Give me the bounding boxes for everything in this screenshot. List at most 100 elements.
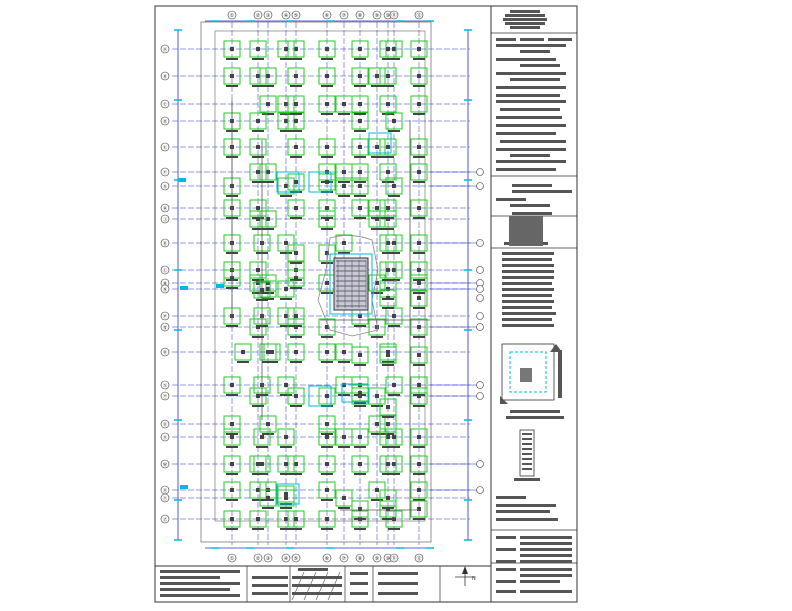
bottom-table-text-bar	[160, 594, 240, 597]
axis-bubble-left	[160, 99, 170, 109]
title-block-text-bar	[496, 94, 560, 97]
axis-label-left: Ⓥ	[163, 434, 168, 441]
footing-label-bar	[321, 156, 333, 158]
footing-pad	[410, 138, 428, 156]
column-mark	[284, 119, 288, 123]
title-block-text-bar	[520, 548, 572, 551]
axis-marker	[178, 178, 186, 182]
combined-footing-outline	[368, 132, 392, 154]
axis-bubble-left	[160, 181, 170, 191]
footing-label-bar	[252, 279, 264, 281]
axis-label-bottom: ③	[266, 556, 270, 562]
title-block-text-bar	[520, 554, 572, 557]
title-block-text-bar	[502, 318, 552, 321]
footing-pad	[249, 261, 267, 279]
axis-bubble-bottom	[322, 553, 332, 563]
column-mark	[392, 268, 396, 272]
bottom-table-text-bar	[292, 592, 342, 595]
footing-pad	[335, 234, 353, 252]
footing-label-bar	[338, 446, 350, 448]
footing-label-bar	[388, 325, 400, 327]
footing-label-bar	[413, 364, 425, 366]
footing-label-bar	[262, 181, 274, 183]
title-block-text-bar	[496, 560, 516, 563]
column-mark	[375, 206, 379, 210]
footing-label-bar	[354, 473, 366, 475]
column-mark	[358, 119, 362, 123]
bottom-table-text-bar	[252, 584, 288, 587]
footing-pad	[351, 346, 369, 364]
footing-label-bar	[280, 473, 292, 475]
footing-label-bar	[388, 195, 400, 197]
column-mark	[375, 217, 379, 221]
column-mark	[375, 74, 379, 78]
title-block-text-bar	[512, 184, 552, 187]
column-mark	[325, 517, 329, 521]
column-mark	[358, 184, 362, 188]
axis-label-left: Ⓑ	[163, 73, 168, 80]
column-mark	[230, 383, 234, 387]
footing-pad	[410, 289, 428, 307]
footing-label-bar	[382, 364, 394, 366]
title-block-text-bar	[548, 38, 572, 41]
rebar-mark	[522, 448, 532, 450]
rebar-mark	[522, 443, 532, 445]
footing-label-bar	[388, 528, 400, 530]
footing-label-bar	[354, 402, 366, 404]
footing-label-bar	[280, 446, 292, 448]
footing-label-bar	[354, 518, 366, 520]
footing-pad	[263, 343, 281, 361]
footing-pad	[385, 112, 403, 130]
axis-label-left: Ⓚ	[163, 240, 168, 247]
footing-pad	[249, 199, 267, 217]
axis-bubble-top	[263, 10, 273, 20]
axis-bubble-right	[476, 460, 484, 468]
rebar-strip	[519, 429, 535, 477]
footing-label-bar	[290, 473, 302, 475]
bottom-table-hatch	[291, 571, 305, 601]
column-mark	[417, 145, 421, 149]
axis-marker	[180, 286, 188, 290]
column-mark	[392, 383, 396, 387]
axis-label-bottom: ④	[284, 556, 289, 562]
column-mark	[386, 102, 390, 106]
footing-pad	[277, 40, 295, 58]
footing-label-bar	[354, 528, 366, 530]
column-mark	[284, 462, 288, 466]
footing-label-bar	[354, 85, 366, 87]
combined-footing-outline	[308, 171, 332, 193]
column-mark	[325, 488, 329, 492]
footing-pad	[379, 398, 397, 416]
column-mark	[325, 102, 329, 106]
column-mark	[386, 422, 390, 426]
column-mark	[358, 353, 362, 357]
title-block-text-bar	[510, 154, 550, 157]
axis-label-bottom: ①	[230, 556, 235, 562]
column-mark	[417, 241, 421, 245]
column-mark	[342, 383, 346, 387]
column-mark	[294, 394, 298, 398]
column-mark	[386, 507, 390, 511]
footing-pad	[318, 455, 336, 473]
rebar-mark	[522, 433, 532, 435]
title-block-text-bar	[510, 26, 540, 29]
footing-pad	[351, 163, 369, 181]
footing-pad	[335, 489, 353, 507]
title-block-text-bar	[496, 518, 558, 521]
column-mark	[392, 435, 396, 439]
title-block-text-bar	[502, 258, 552, 261]
column-mark	[392, 47, 396, 51]
detail-sketch-triangle	[500, 396, 508, 404]
axis-label-left: Ⓗ	[163, 205, 168, 212]
footing-label-bar	[252, 181, 264, 183]
footing-pad	[277, 485, 295, 503]
column-mark	[386, 287, 390, 291]
footing-pad	[287, 510, 305, 528]
footing-pad	[318, 318, 336, 336]
footing-label-bar	[280, 507, 292, 509]
footing-label-bar	[413, 58, 425, 60]
footing-pad	[379, 489, 397, 507]
axis-label-bottom: ⑨	[375, 556, 379, 562]
detail-sketch-column	[520, 368, 532, 382]
title-block-text-bar	[503, 18, 547, 21]
